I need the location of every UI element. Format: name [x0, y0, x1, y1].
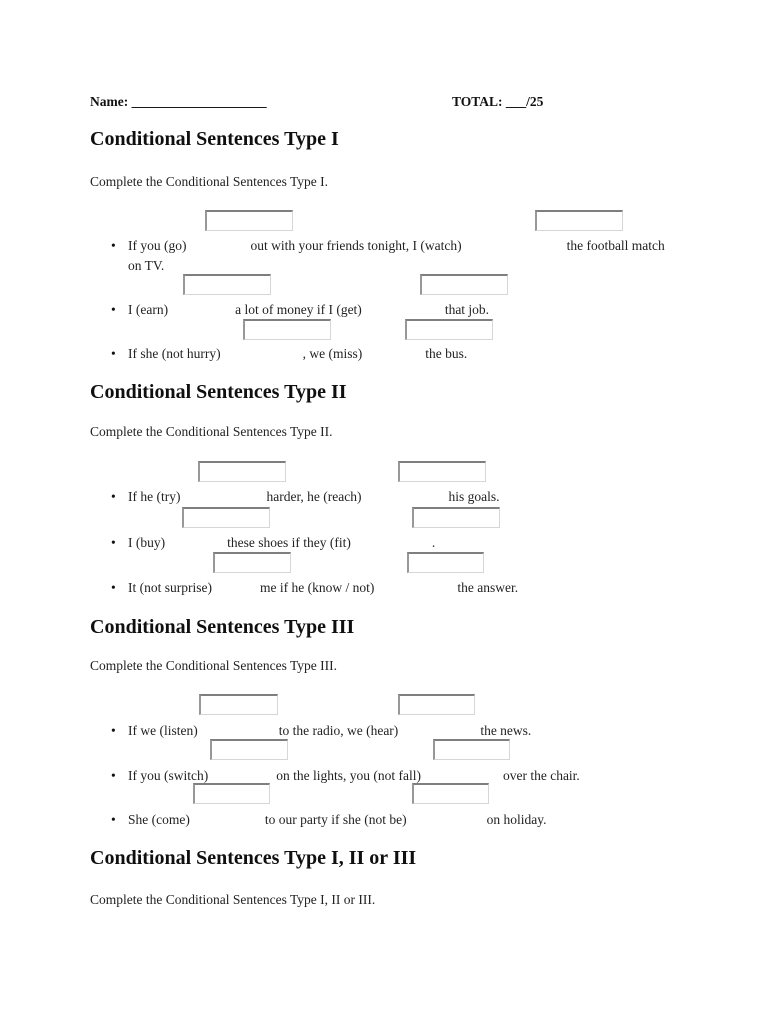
blank-space [362, 500, 449, 501]
answer-input[interactable] [398, 694, 475, 715]
total-score-label: TOTAL: ___/25 [452, 94, 544, 109]
item-text: out with your friends tonight, I (watch) [250, 238, 462, 253]
blank-space [168, 313, 235, 314]
exercise-item: • It (not surprise) me if he (know / not) t… [108, 578, 748, 598]
item-text: If you (switch) [128, 768, 209, 783]
blank-space [221, 357, 303, 358]
item-text: harder, he (reach) [266, 489, 362, 504]
section-instruction-type-1: Complete the Conditional Sentences Type … [90, 174, 329, 189]
item-text: She (come) [128, 812, 190, 827]
section-instruction-type-1-2-3: Complete the Conditional Sentences Type … [90, 892, 376, 907]
bullet-icon: • [111, 302, 116, 317]
answer-input[interactable] [420, 274, 508, 295]
answer-input[interactable] [210, 739, 288, 760]
blank-space [362, 313, 445, 314]
item-text: the news. [480, 723, 532, 738]
blank-space [198, 734, 279, 735]
item-text: If we (listen) [128, 723, 198, 738]
answer-input[interactable] [405, 319, 493, 340]
item-text: It (not surprise) [128, 580, 212, 595]
name-label: Name: ____________________ [90, 94, 267, 109]
item-text: me if he (know / not) [259, 580, 375, 595]
item-text: , we (miss) [302, 346, 363, 361]
item-text: over the chair. [502, 768, 580, 783]
exercise-item: • If we (listen) to the radio, we (hear) th… [108, 721, 748, 741]
answer-input[interactable] [199, 694, 278, 715]
section-heading-type-3: Conditional Sentences Type III [90, 616, 355, 638]
section-instruction-type-2: Complete the Conditional Sentences Type … [90, 424, 333, 439]
blank-space [165, 546, 227, 547]
item-text: on holiday. [486, 812, 547, 827]
exercise-item: • If he (try) harder, he (reach) his goals. [108, 487, 748, 507]
blank-space [398, 734, 480, 735]
bullet-icon: • [111, 580, 116, 595]
exercise-item: • If you (switch) on the lights, you (not … [108, 766, 748, 786]
answer-input[interactable] [412, 507, 500, 528]
answer-input[interactable] [183, 274, 271, 295]
item-text: on the lights, you (not fall) [276, 768, 421, 783]
section-heading-type-1-2-3: Conditional Sentences Type I, II or III [90, 847, 417, 869]
blank-space [362, 357, 425, 358]
exercise-item: • If you (go) out with your friends tonigh… [108, 236, 673, 276]
blank-space [208, 779, 276, 780]
bullet-icon: • [111, 489, 116, 504]
answer-input[interactable] [398, 461, 486, 482]
item-text: If she (not hurry) [128, 346, 221, 361]
blank-space [421, 779, 503, 780]
item-text: these shoes if they (fit) [227, 535, 351, 550]
item-text: his goals. [448, 489, 500, 504]
item-text: If you (go) [128, 238, 187, 253]
blank-space [374, 591, 457, 592]
item-text: to the radio, we (hear) [278, 723, 399, 738]
exercise-item: • I (earn) a lot of money if I (get) that j… [108, 300, 748, 320]
exercise-item: • She (come) to our party if she (not be) o… [108, 810, 748, 830]
blank-space [212, 591, 260, 592]
exercise-item: • I (buy) these shoes if they (fit). [108, 533, 748, 553]
item-text: If he (try) [128, 489, 181, 504]
item-text: I (buy) [128, 535, 166, 550]
blank-space [407, 823, 487, 824]
blank-space [180, 500, 266, 501]
bullet-icon: • [111, 535, 116, 550]
exercise-item: • If she (not hurry) , we (miss) the bus. [108, 344, 748, 364]
answer-input[interactable] [433, 739, 510, 760]
answer-input[interactable] [412, 783, 489, 804]
bullet-icon: • [111, 238, 116, 253]
item-text: the answer. [457, 580, 519, 595]
blank-space [186, 249, 250, 250]
item-text: I (earn) [128, 302, 169, 317]
section-heading-type-1: Conditional Sentences Type I [90, 128, 339, 150]
answer-input[interactable] [205, 210, 293, 231]
answer-input[interactable] [213, 552, 291, 573]
section-heading-type-2: Conditional Sentences Type II [90, 381, 347, 403]
section-instruction-type-3: Complete the Conditional Sentences Type … [90, 658, 338, 673]
item-text: the football match on TV. [128, 238, 665, 273]
answer-input[interactable] [243, 319, 331, 340]
blank-space [462, 249, 567, 250]
bullet-icon: • [111, 768, 116, 783]
answer-input[interactable] [198, 461, 286, 482]
answer-input[interactable] [182, 507, 270, 528]
blank-space [351, 546, 432, 547]
answer-input[interactable] [193, 783, 270, 804]
item-text: . [431, 535, 436, 550]
answer-input[interactable] [535, 210, 623, 231]
bullet-icon: • [111, 812, 116, 827]
item-text: a lot of money if I (get) [235, 302, 362, 317]
bullet-icon: • [111, 723, 116, 738]
item-text: the bus. [425, 346, 468, 361]
blank-space [190, 823, 265, 824]
bullet-icon: • [111, 346, 116, 361]
item-text: that job. [444, 302, 490, 317]
item-text: to our party if she (not be) [264, 812, 407, 827]
answer-input[interactable] [407, 552, 484, 573]
